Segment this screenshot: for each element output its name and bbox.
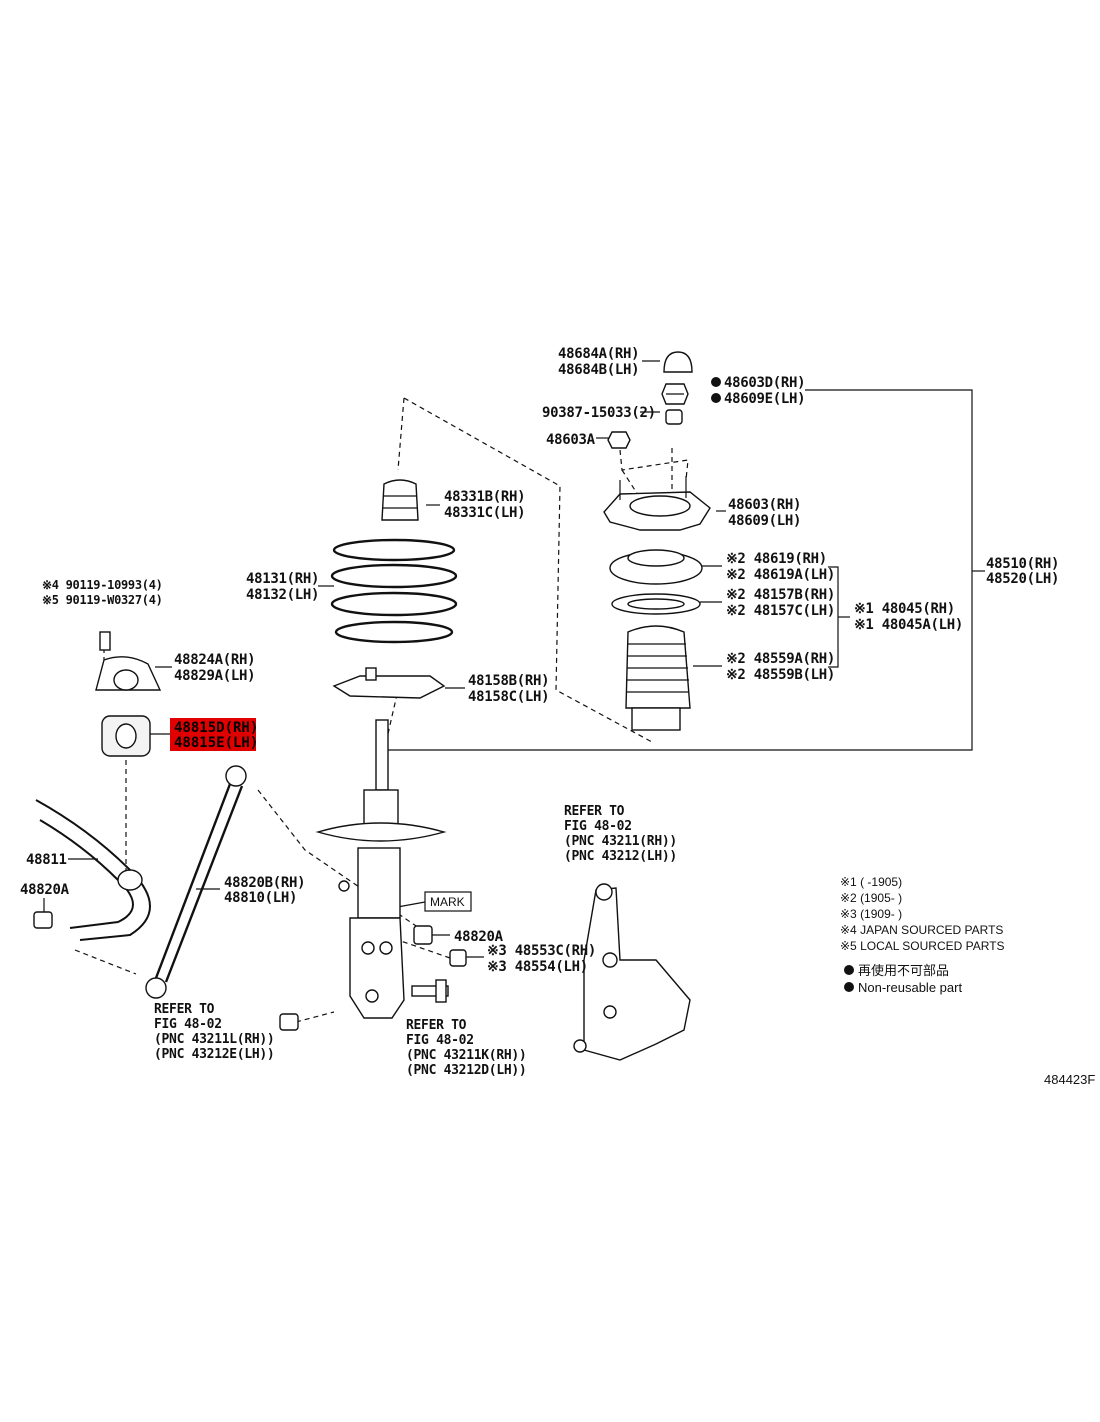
note-1: ※1 ( -1905) [840,875,902,889]
label-48829a: 48829A(LH) [174,668,255,684]
legend-dot-icon [844,965,854,975]
legend-english: Non-reusable part [858,980,962,995]
label-48603d: 48603D(RH) [724,375,805,391]
non-reusable-dot-icon [711,393,721,403]
mark-box [424,891,472,912]
stabilizer-bracket-part [95,631,162,691]
label-48811: 48811 [26,852,67,868]
note-3: ※3 (1909- ) [840,907,902,921]
label-48609: 48609(LH) [728,513,801,529]
non-reusable-dot-icon [711,377,721,387]
note-4: ※4 JAPAN SOURCED PARTS [840,923,1003,937]
refer-mid-line2: FIG 48-02 [406,1033,474,1048]
coil-spring-part [330,538,458,644]
lower-insulator-part [332,667,446,699]
label-48619: ※2 48619(RH) [726,551,827,567]
label-90119-local: ※5 90119-W0327(4) [42,593,163,607]
dust-cap-part [663,351,693,373]
label-48815e[interactable]: 48815E(LH) [174,735,258,751]
refer-left-line3: (PNC 43211L(RH)) [154,1032,274,1047]
label-48559b: ※2 48559B(LH) [726,667,835,683]
upper-mount-part [603,476,711,531]
refer-mid-line1: REFER TO [406,1018,467,1033]
top-nut-part [661,383,689,405]
refer-left-line4: (PNC 43212E(LH)) [154,1047,274,1062]
label-48158b: 48158B(RH) [468,673,549,689]
label-90119-jp: ※4 90119-10993(4) [42,578,163,592]
figure-code: 484423F [1044,1072,1095,1087]
label-48824a: 48824A(RH) [174,652,255,668]
stabilizer-bushing-part [101,715,151,757]
refer-left-line1: REFER TO [154,1002,215,1017]
label-48619a: ※2 48619A(LH) [726,567,835,583]
legend-japanese: 再使用不可部品 [858,963,949,978]
label-48331b: 48331B(RH) [444,489,525,505]
refer-top-line4: (PNC 43212(LH)) [564,849,677,864]
dust-boot-part [625,625,691,731]
stabilizer-bar-part [35,799,151,941]
note-5: ※5 LOCAL SOURCED PARTS [840,939,1005,953]
label-48158c: 48158C(LH) [468,689,549,705]
legend-dot-icon [844,982,854,992]
strut-nut-part [449,949,467,967]
refer-top-line2: FIG 48-02 [564,819,632,834]
label-48603a: 48603A [546,432,596,448]
label-90387: 90387-15033(2) [542,405,656,421]
refer-mid-line3: (PNC 43211K(RH)) [406,1048,526,1063]
strut-bolt-part [411,979,449,1003]
label-48684a: 48684A(RH) [558,346,639,362]
bracket-lines [43,360,985,958]
refer-left-line2: FIG 48-02 [154,1017,222,1032]
label-48045a: ※1 48045A(LH) [854,617,963,633]
stabilizer-link-part [145,765,247,999]
label-48609e: 48609E(LH) [724,391,805,407]
label-48045: ※1 48045(RH) [854,601,955,617]
refer-top-line1: REFER TO [564,804,625,819]
label-48820a-left: 48820A [20,882,70,898]
upper-spring-seat-part [609,549,703,585]
label-mark: MARK [430,895,465,909]
label-48553c: ※3 48553C(RH) [487,943,596,959]
link-nut-mid-part [413,925,433,945]
label-48810: 48810(LH) [224,890,297,906]
bump-stopper-part [381,479,419,521]
label-48554: ※3 48554(LH) [487,959,588,975]
strut-assembly-part [315,719,447,1019]
steering-knuckle-part [573,883,691,1061]
highlight-box [170,718,256,751]
label-48331c: 48331C(LH) [444,505,525,521]
label-48559a: ※2 48559A(RH) [726,651,835,667]
collar-part [665,409,683,425]
refer-mid-line4: (PNC 43212D(LH)) [406,1063,526,1078]
link-nut-left-part [33,911,53,929]
label-48603: 48603(RH) [728,497,801,513]
label-48520: 48520(LH) [986,571,1059,587]
label-48157c: ※2 48157C(LH) [726,603,835,619]
link-nut-bottom-part [279,1013,299,1031]
label-48510: 48510(RH) [986,556,1059,572]
refer-top-line3: (PNC 43211(RH)) [564,834,677,849]
mount-nut-part [607,431,631,449]
label-48131: 48131(RH) [246,571,319,587]
label-48157b: ※2 48157B(RH) [726,587,835,603]
label-48684b: 48684B(LH) [558,362,639,378]
label-48815d[interactable]: 48815D(RH) [174,720,258,736]
label-48820b: 48820B(RH) [224,875,305,891]
label-48820a-mid: 48820A [454,929,504,945]
bearing-part [611,593,701,615]
note-2: ※2 (1905- ) [840,891,902,905]
label-48132: 48132(LH) [246,587,319,603]
